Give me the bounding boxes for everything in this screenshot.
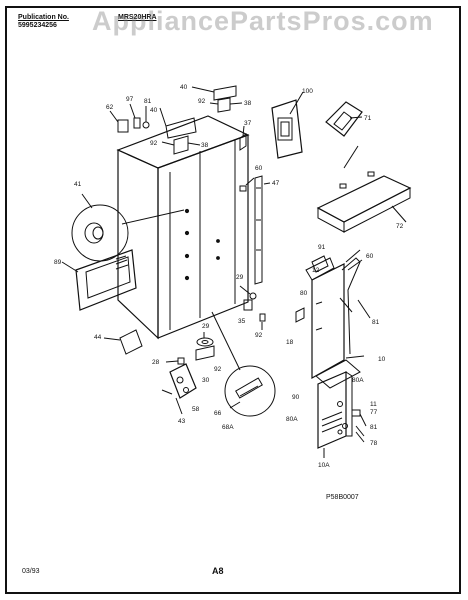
callout: 71 xyxy=(364,115,372,122)
baffle-71 xyxy=(325,101,363,137)
strip-47 xyxy=(239,175,271,285)
callout: 91 xyxy=(318,244,326,251)
watermark: AppliancePartsPros.com xyxy=(92,6,434,36)
callout: 41 xyxy=(74,181,82,188)
callout: 62 xyxy=(106,104,114,111)
callout: 40 xyxy=(150,107,158,114)
cabinet-shell xyxy=(116,115,250,340)
print-date: 03/93 xyxy=(22,568,40,575)
callout: 92 xyxy=(150,140,158,147)
callout: 78 xyxy=(370,440,378,447)
top-hinge-right xyxy=(191,85,243,113)
callout: 10 xyxy=(378,356,386,363)
callout: 80 xyxy=(300,290,308,297)
callout: 92 xyxy=(255,332,263,339)
callout: 40 xyxy=(180,84,188,91)
callout: 81 xyxy=(144,98,152,105)
callout: 97 xyxy=(126,96,134,103)
evaporator-cover-assembly xyxy=(295,249,371,458)
callout: 60 xyxy=(255,165,263,172)
callout: 29 xyxy=(202,323,210,330)
cover-72 xyxy=(316,145,412,233)
callout: 66 xyxy=(214,410,222,417)
detail-circle-66 xyxy=(211,311,276,417)
lower-hinge-parts xyxy=(165,332,215,365)
callout: 92 xyxy=(214,366,222,373)
control-housing-100 xyxy=(271,91,304,159)
callout: 77 xyxy=(370,409,378,416)
figure-code: P58B0007 xyxy=(326,494,359,501)
page-number: A8 xyxy=(212,566,224,576)
callout: 47 xyxy=(272,180,280,187)
hinge-pin-parts xyxy=(109,103,150,133)
callout: 68A xyxy=(222,424,234,431)
callout: 81 xyxy=(370,424,378,431)
top-hinge-left xyxy=(159,107,201,155)
publication-number: 5995234256 xyxy=(18,22,57,29)
bracket-44 xyxy=(103,329,143,355)
callout: 38 xyxy=(244,100,252,107)
callout: 81 xyxy=(372,319,380,326)
callout: 10A xyxy=(318,462,330,469)
callout: 80A xyxy=(286,416,298,423)
lower-hinge-assembly xyxy=(161,363,197,415)
callout: 92 xyxy=(198,98,206,105)
callout: 28 xyxy=(152,359,160,366)
callout: 30 xyxy=(202,377,210,384)
callout: 12 xyxy=(312,267,320,274)
model-number: MRS20HRA xyxy=(118,14,157,21)
panel-89 xyxy=(61,249,137,311)
callout: 80A xyxy=(352,377,364,384)
callout: 35 xyxy=(238,318,246,325)
callout: 11 xyxy=(370,401,377,408)
washer-hardware xyxy=(239,285,266,330)
callout: 72 xyxy=(396,223,404,230)
bracket-37 xyxy=(239,125,247,151)
publication-label: Publication No. xyxy=(18,14,69,21)
callout-labels: 40 92 38 97 81 40 62 92 38 37 100 71 41 … xyxy=(54,84,404,469)
callout: 43 xyxy=(178,418,186,425)
callout: 60 xyxy=(366,253,374,260)
callout: 90 xyxy=(292,394,300,401)
callout: 89 xyxy=(54,259,62,266)
callout: 38 xyxy=(201,142,209,149)
callout: 100 xyxy=(302,88,313,95)
callout: 29 xyxy=(236,274,244,281)
callout: 44 xyxy=(94,334,102,341)
callout: 37 xyxy=(244,120,252,127)
publication-block: Publication No. 5995234256 xyxy=(18,14,69,30)
callout: 18 xyxy=(286,339,294,346)
callout: 58 xyxy=(192,406,200,413)
